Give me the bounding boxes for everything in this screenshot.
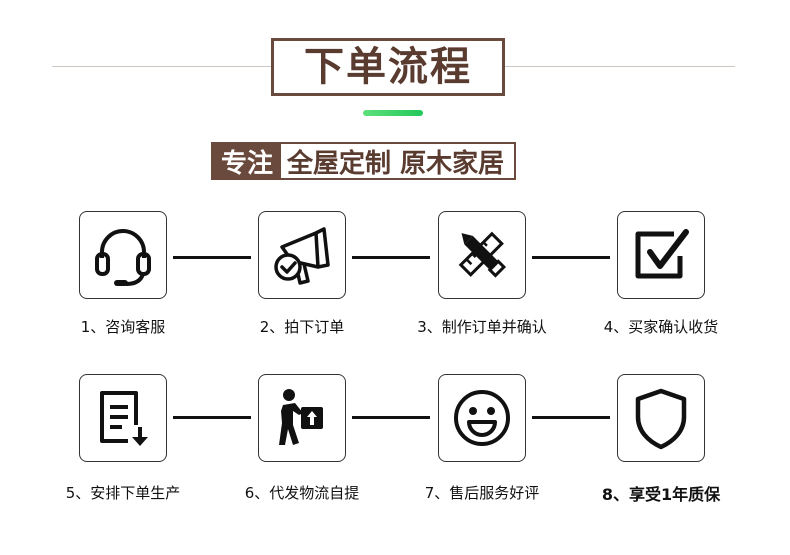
slogan-highlight: 专注 bbox=[213, 144, 282, 179]
connector-6-7 bbox=[352, 416, 430, 419]
step-4-label: 4、买家确认收货 bbox=[603, 318, 719, 336]
step-6-box bbox=[258, 374, 346, 462]
title-rule-left bbox=[52, 66, 271, 67]
connector-7-8 bbox=[532, 416, 610, 419]
page-title: 下单流程 bbox=[304, 44, 472, 90]
step-7-label: 7、售后服务好评 bbox=[424, 484, 540, 502]
accent-bar bbox=[363, 110, 423, 116]
connector-5-6 bbox=[173, 416, 251, 419]
connector-2-3 bbox=[352, 256, 430, 259]
step-8-box bbox=[617, 374, 705, 462]
step-4-box bbox=[617, 211, 705, 299]
checkbox-icon bbox=[635, 229, 689, 279]
step-1-label: 1、咨询客服 bbox=[80, 318, 166, 336]
slogan-banner: 专注 全屋定制 原木家居 bbox=[211, 142, 517, 180]
courier-box-icon bbox=[279, 389, 323, 445]
step-5-box bbox=[79, 374, 167, 462]
step-2-label: 2、拍下订单 bbox=[259, 318, 345, 336]
step-7-box bbox=[438, 374, 526, 462]
step-6-label: 6、代发物流自提 bbox=[244, 484, 360, 502]
step-3-box bbox=[438, 211, 526, 299]
step-1-box bbox=[79, 211, 167, 299]
document-download-icon bbox=[100, 391, 148, 446]
shield-icon bbox=[635, 388, 687, 450]
step-2-box bbox=[258, 211, 346, 299]
headset-icon bbox=[95, 229, 151, 286]
step-8-label: 8、享受1年质保 bbox=[601, 485, 721, 504]
title-rule-right bbox=[505, 66, 735, 67]
slogan-text: 全屋定制 原木家居 bbox=[281, 144, 515, 179]
title-frame: 下单流程 bbox=[271, 38, 505, 96]
connector-1-2 bbox=[173, 256, 251, 259]
smiley-icon bbox=[454, 390, 510, 446]
step-3-label: 3、制作订单并确认 bbox=[417, 318, 547, 336]
connector-3-4 bbox=[532, 256, 610, 259]
step-5-label: 5、安排下单生产 bbox=[65, 484, 181, 502]
pencil-ruler-icon bbox=[458, 231, 507, 278]
megaphone-check-icon bbox=[274, 227, 330, 285]
